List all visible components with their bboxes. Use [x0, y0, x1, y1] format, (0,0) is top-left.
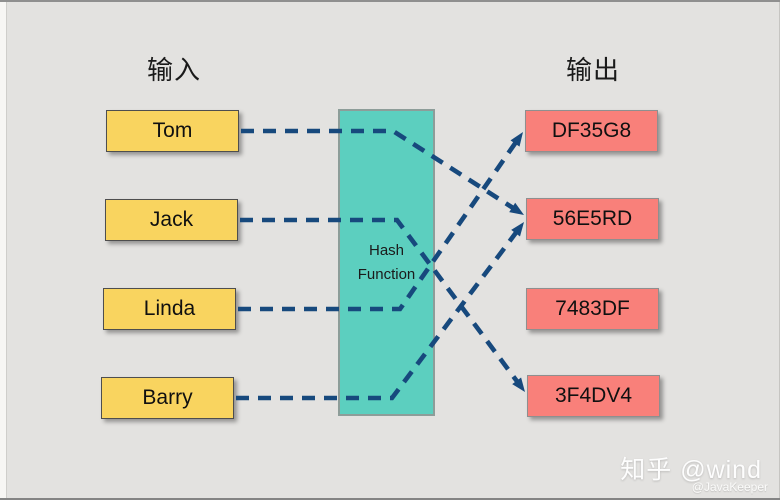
output-node-3f4dv4: 3F4DV4 — [527, 375, 660, 417]
frame-left-edge — [0, 2, 7, 498]
output-node-7483df: 7483DF — [526, 288, 659, 330]
frame-top-edge — [0, 0, 780, 2]
input-column-title: 输入 — [147, 55, 202, 85]
watermark-author: @JavaKeeper — [691, 480, 768, 494]
output-column-title: 输出 — [566, 55, 621, 85]
input-node-linda: Linda — [103, 288, 236, 330]
hash-function-label: Hash Function — [357, 241, 416, 283]
output-node-56e5rd: 56E5RD — [526, 198, 659, 240]
input-node-barry: Barry — [101, 377, 234, 419]
watermark-brand: 知乎 @wind — [620, 456, 762, 484]
input-node-jack: Jack — [105, 199, 238, 241]
hash-function-box: Hash Function — [338, 109, 435, 416]
input-node-tom: Tom — [106, 110, 239, 152]
output-node-df35g8: DF35G8 — [525, 110, 658, 152]
frame-bottom-edge — [0, 498, 780, 500]
